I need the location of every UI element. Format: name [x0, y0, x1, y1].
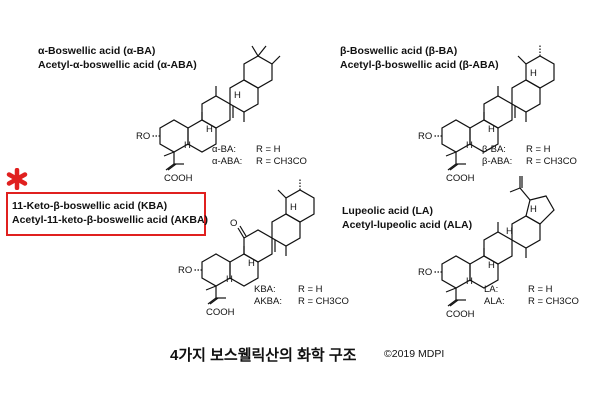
r-group-row: α-BA:R = H: [212, 144, 281, 155]
h-label: H: [488, 124, 495, 135]
structure-beta-ba: RO COOH H H H: [418, 36, 570, 184]
structure-la: RO COOH H H H H: [418, 172, 570, 320]
cooh-label: COOH: [164, 173, 193, 184]
compound-name-alpha-ba: α-Boswellic acid (α-BA) Acetyl-α-boswell…: [38, 44, 197, 72]
h-label: H: [488, 260, 495, 271]
ro-label: RO: [418, 267, 432, 278]
compound-name-line1: Lupeolic acid (LA): [342, 205, 434, 217]
r-group-legend: α-BA:R = H α-ABA:R = CH3CO: [212, 144, 307, 168]
h-label: H: [466, 276, 473, 287]
h-label: H: [248, 258, 255, 269]
h-label: H: [530, 204, 537, 215]
r-group-legend: β-BA:R = H β-ABA:R = CH3CO: [482, 144, 577, 168]
r-group-row: KBA:R = H: [254, 284, 323, 295]
compound-name-kba: 11-Keto-β-boswellic acid (KBA) Acetyl-11…: [12, 199, 208, 227]
r-group-row: α-ABA:R = CH3CO: [212, 156, 307, 167]
compound-name-line2: Acetyl-β-boswellic acid (β-ABA): [340, 59, 499, 71]
compound-name-line2: Acetyl-lupeolic acid (ALA): [342, 219, 473, 231]
r-group-row: LA:R = H: [484, 284, 553, 295]
compound-name-la: Lupeolic acid (LA) Acetyl-lupeolic acid …: [342, 204, 472, 232]
compound-name-beta-ba: β-Boswellic acid (β-BA) Acetyl-β-boswell…: [340, 44, 499, 72]
r-group-legend: KBA:R = H AKBA:R = CH3CO: [254, 284, 349, 308]
asterisk-icon: [6, 168, 28, 190]
cooh-label: COOH: [206, 307, 235, 318]
copyright-notice: ©2019 MDPI: [384, 348, 445, 360]
h-label: H: [466, 140, 473, 151]
h-label: H: [506, 226, 513, 237]
compound-name-line1: β-Boswellic acid (β-BA): [340, 45, 458, 57]
h-label: H: [226, 274, 233, 285]
h-label: H: [234, 90, 241, 101]
compound-name-line1: α-Boswellic acid (α-BA): [38, 45, 156, 57]
h-label: H: [206, 124, 213, 135]
compound-name-line2: Acetyl-α-boswellic acid (α-ABA): [38, 59, 197, 71]
ro-label: RO: [178, 265, 192, 276]
cooh-label: COOH: [446, 173, 475, 184]
highlight-box: [6, 192, 206, 236]
ro-label: RO: [136, 131, 150, 142]
ro-label: RO: [418, 131, 432, 142]
h-label: H: [530, 68, 537, 79]
h-label: H: [184, 140, 191, 151]
r-group-row: AKBA:R = CH3CO: [254, 296, 349, 307]
figure-caption: 4가지 보스웰릭산의 화학 구조: [170, 347, 357, 364]
structure-kba: O RO COOH H H H: [178, 162, 330, 318]
r-group-row: ALA:R = CH3CO: [484, 296, 579, 307]
compound-name-line2: Acetyl-11-keto-β-boswellic acid (AKBA): [12, 214, 209, 226]
h-label: H: [290, 202, 297, 213]
r-group-row: β-ABA:R = CH3CO: [482, 156, 577, 167]
cooh-label: COOH: [446, 309, 475, 320]
r-group-legend: LA:R = H ALA:R = CH3CO: [484, 284, 579, 308]
o-label: O: [230, 218, 237, 229]
r-group-row: β-BA:R = H: [482, 144, 551, 155]
compound-name-line1: 11-Keto-β-boswellic acid (KBA): [12, 200, 168, 212]
structure-alpha-ba: RO COOH H H H: [136, 36, 288, 184]
